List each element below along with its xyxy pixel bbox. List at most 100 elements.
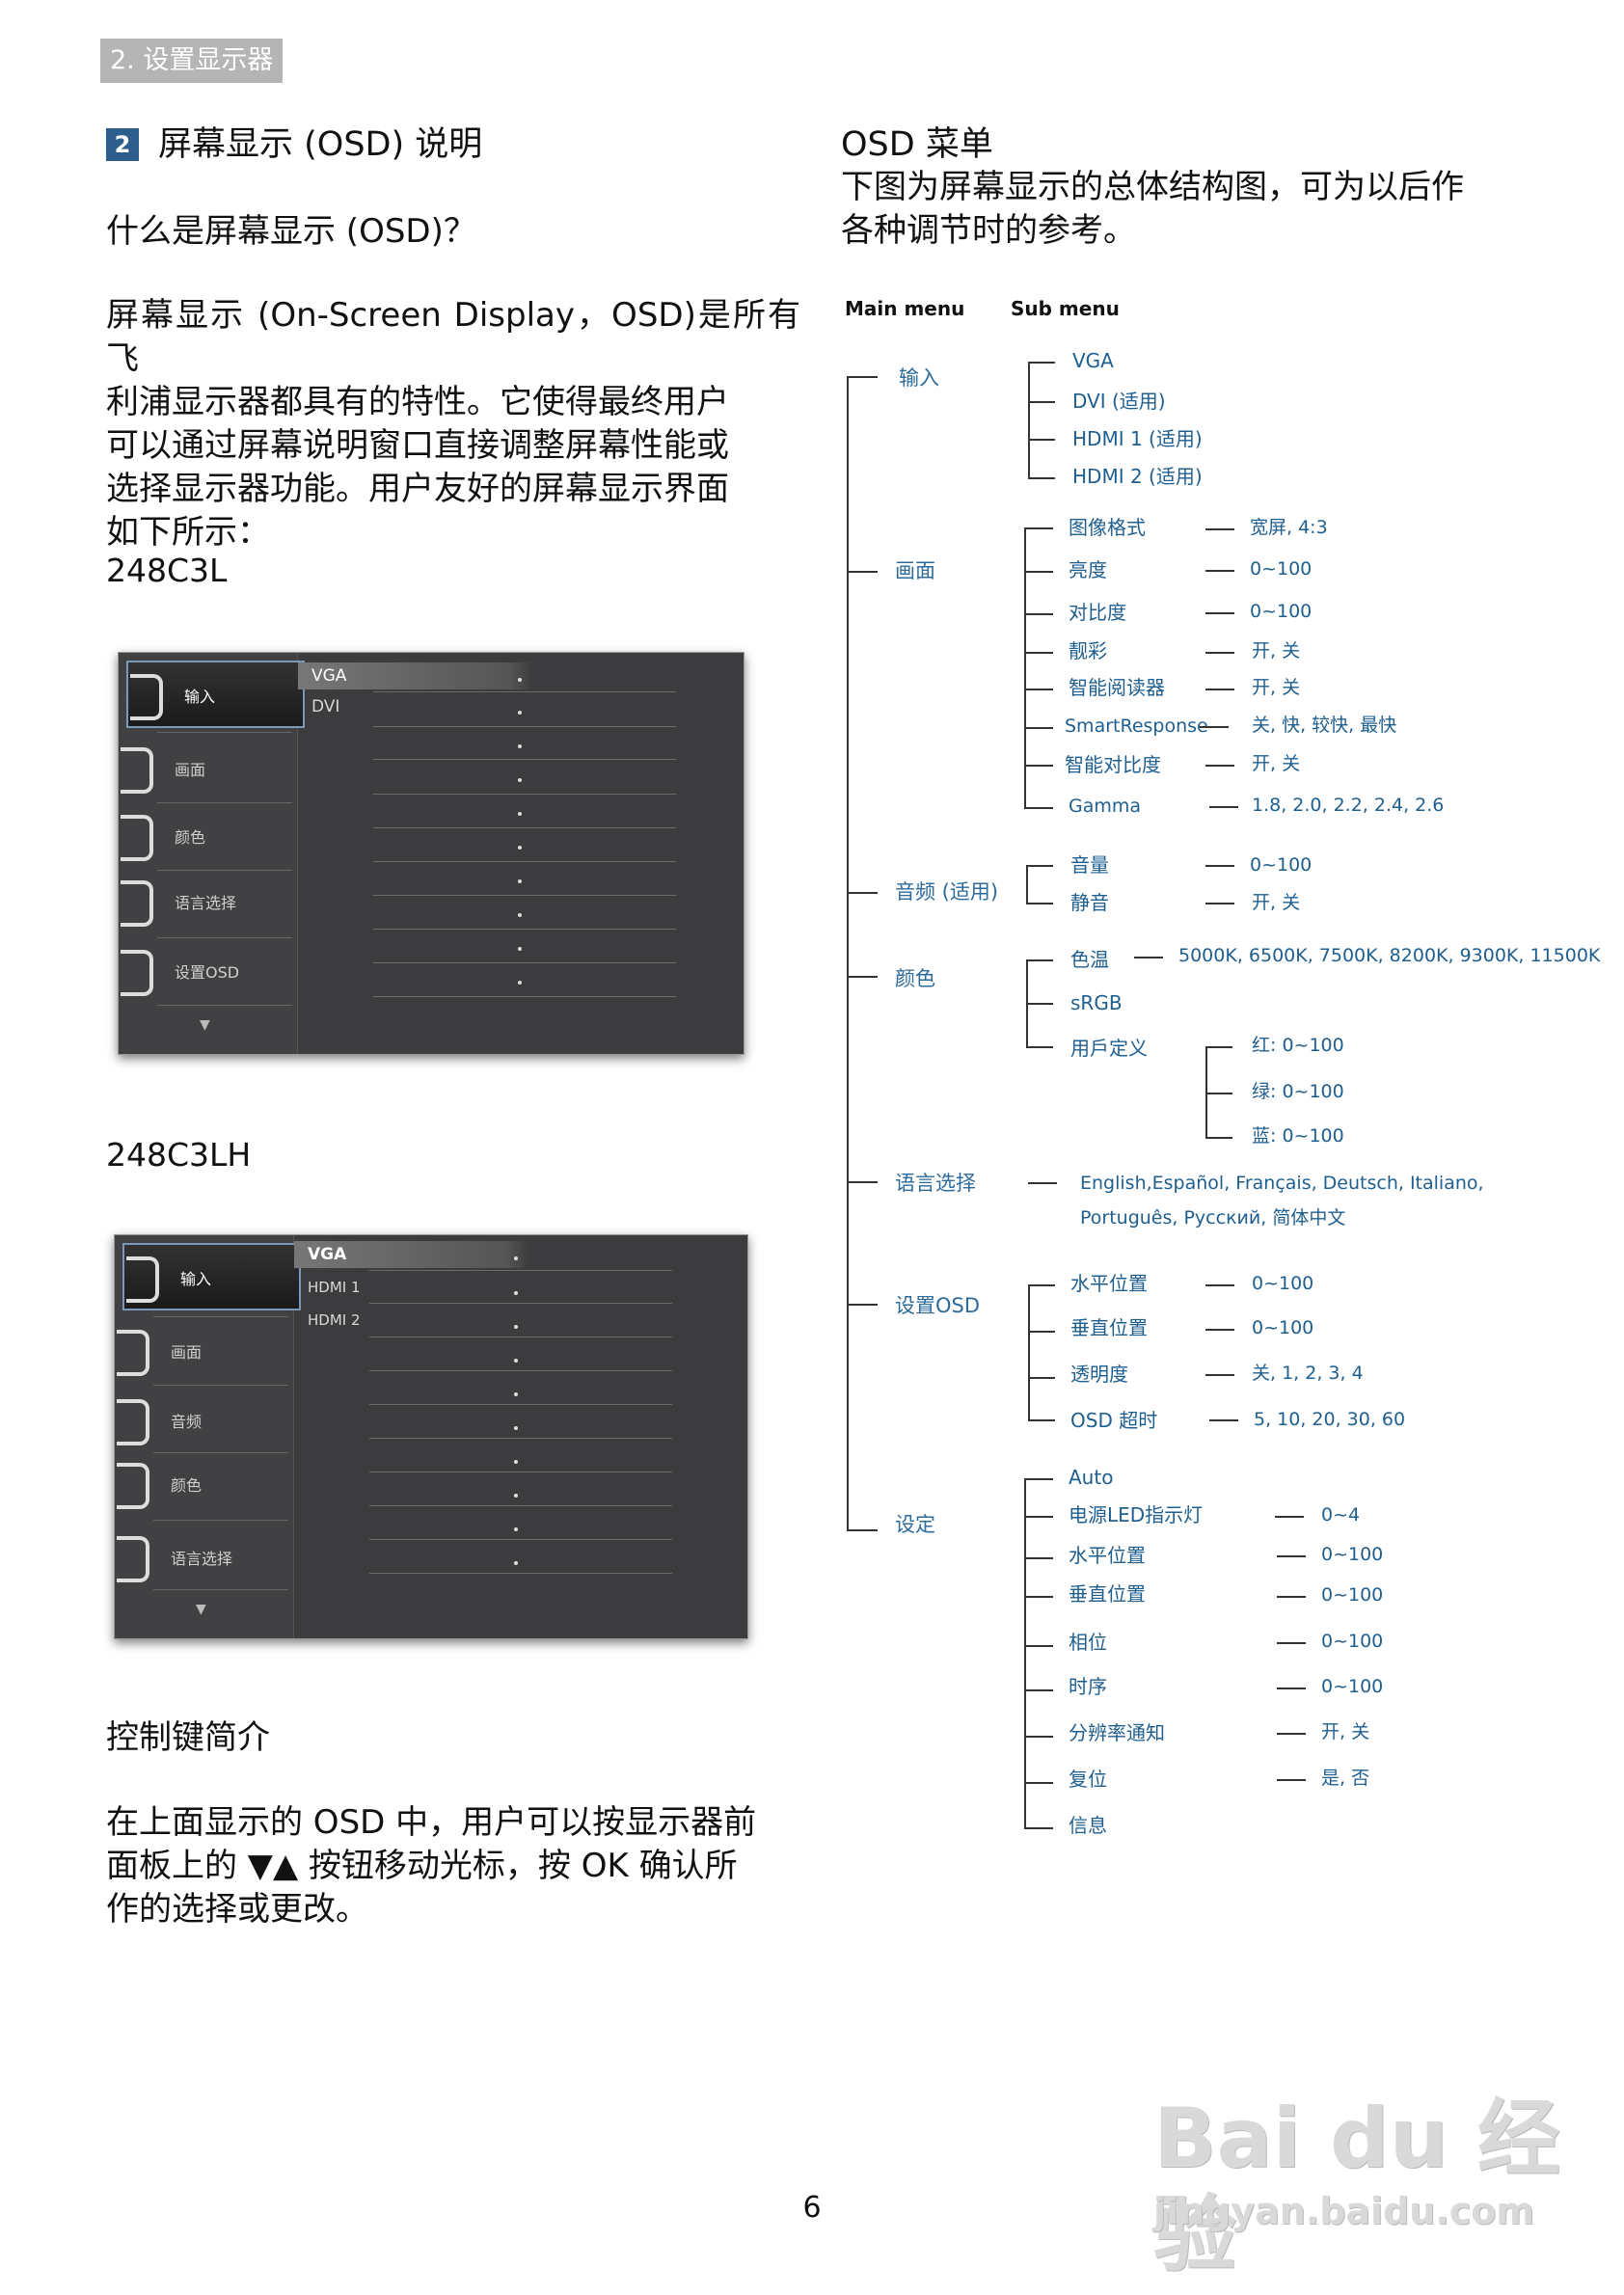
tree-value: 0~100 xyxy=(1250,854,1313,876)
tree-value: 开, 关 xyxy=(1252,892,1301,913)
tree-value: 0~100 xyxy=(1321,1631,1384,1652)
tree-value: English,Español, Français, Deutsch, Ital… xyxy=(1080,1173,1484,1194)
tree-value: 0~100 xyxy=(1250,601,1313,622)
divider xyxy=(153,1452,288,1453)
osd-menu-label: 语言选择 xyxy=(171,1550,233,1568)
desc-line: 各种调节时的参考。 xyxy=(841,211,1136,250)
desc-line: 下图为屏幕显示的总体结构图，可为以后作 xyxy=(841,168,1464,206)
osd-menu-item: 颜色 xyxy=(115,1451,293,1519)
osd-sub-menu: VGA HDMI 1 HDMI 2 xyxy=(294,1235,747,1638)
intro-line: 如下所示： xyxy=(106,513,270,552)
tree-sub-item: 亮度 xyxy=(1069,558,1107,581)
osd-menu-item: 画面 xyxy=(119,736,297,803)
keys-line: 作的选择或更改。 xyxy=(106,1890,368,1929)
osd-menu-item: 音频 xyxy=(115,1388,293,1455)
tree-sub-item: 智能阅读器 xyxy=(1069,676,1165,699)
tree-value: 0~100 xyxy=(1321,1584,1384,1606)
main-menu-header: Main menu xyxy=(845,297,965,320)
osd-sub-item: HDMI 1 xyxy=(308,1279,361,1296)
intro-line: 选择显示器功能。用户友好的屏幕显示界面 xyxy=(106,470,729,508)
osd-sub-item: VGA xyxy=(294,1241,529,1268)
osd-menu-label: 设置OSD xyxy=(175,963,240,982)
tree-sub-item: 水平位置 xyxy=(1069,1544,1146,1567)
tree-sub-item: 靓彩 xyxy=(1069,639,1107,662)
tree-value: 是, 否 xyxy=(1321,1768,1370,1789)
osd-menu-label: 输入 xyxy=(180,1270,212,1288)
osd-screenshot-1: 输入 画面 颜色 语言选择 设置OSD ▼ VGA DVI xyxy=(118,652,744,1055)
language-icon xyxy=(117,1536,149,1582)
tree-value: 关, 1, 2, 3, 4 xyxy=(1252,1363,1364,1384)
watermark-url: jingyan.baidu.com xyxy=(1153,2190,1534,2232)
osd-menu-label: 画面 xyxy=(171,1343,203,1362)
tree-sub-item: Gamma xyxy=(1069,796,1142,817)
tree-value: 开, 关 xyxy=(1321,1721,1370,1742)
intro-line: 利浦显示器都具有的特性。它使得最终用户 xyxy=(106,383,729,421)
osd-menu-item: 输入 xyxy=(126,661,305,728)
question-title: 什么是屏幕显示 (OSD)？ xyxy=(106,212,476,251)
picture-icon xyxy=(121,747,153,794)
tree-value: 0~100 xyxy=(1321,1676,1384,1697)
divider xyxy=(157,870,292,871)
tree-sub-item: 对比度 xyxy=(1069,601,1126,624)
tree-value: 5000K, 6500K, 7500K, 8200K, 9300K, 11500… xyxy=(1178,945,1601,966)
divider xyxy=(157,937,292,938)
tree-value: Português, Русский, 简体中文 xyxy=(1080,1207,1346,1228)
tree-sub-item: SmartResponse xyxy=(1065,716,1208,737)
tree-main-color: 颜色 xyxy=(895,967,935,990)
tree-value: 0~100 xyxy=(1321,1544,1384,1565)
osd-menu-label: 语言选择 xyxy=(175,894,237,912)
osd-menu-label: 输入 xyxy=(184,688,216,706)
scroll-down-icon: ▼ xyxy=(196,1602,206,1617)
tree-sub-item: 垂直位置 xyxy=(1069,1582,1146,1606)
osd-menu-label: 画面 xyxy=(175,761,206,779)
osd-sub-item: VGA xyxy=(298,662,533,689)
section-number: 2 xyxy=(106,128,139,161)
section-tag: 2. 设置显示器 xyxy=(100,39,284,83)
tree-sub-item: 相位 xyxy=(1069,1631,1107,1654)
tree-value: 0~100 xyxy=(1252,1317,1314,1338)
tree-value: 5, 10, 20, 30, 60 xyxy=(1254,1409,1406,1430)
model-label-1: 248C3L xyxy=(106,552,228,589)
divider xyxy=(157,1005,292,1006)
osd-settings-icon xyxy=(121,950,153,996)
tree-sub-item: 智能对比度 xyxy=(1065,753,1161,776)
tree-main-picture: 画面 xyxy=(895,559,935,582)
keys-line: 在上面显示的 OSD 中，用户可以按显示器前 xyxy=(106,1803,757,1842)
tree-sub-item: 信息 xyxy=(1069,1814,1107,1837)
tree-sub-item: HDMI 2 (适用) xyxy=(1072,465,1203,488)
tree-sub-item: 分辨率通知 xyxy=(1069,1721,1165,1744)
divider xyxy=(157,802,292,803)
tree-sub-item: sRGB xyxy=(1070,991,1123,1014)
intro-paragraph: 屏幕显示 (On-Screen Display，OSD)是所有飞 利浦显示器都具… xyxy=(106,294,800,554)
tree-sub-item: 电源LED指示灯 xyxy=(1069,1503,1204,1526)
tree-main-input: 输入 xyxy=(899,366,939,390)
tree-sub-item: 垂直位置 xyxy=(1070,1316,1148,1339)
osd-menu-label: 颜色 xyxy=(175,828,206,847)
tree-sub-item: DVI (适用) xyxy=(1072,390,1166,413)
osd-menu-title: OSD 菜单 xyxy=(841,125,993,164)
model-label-2: 248C3LH xyxy=(106,1136,252,1174)
osd-menu-description: 下图为屏幕显示的总体结构图，可为以后作 各种调节时的参考。 xyxy=(841,166,1535,253)
audio-icon xyxy=(117,1399,149,1445)
osd-menu-item: 设置OSD xyxy=(119,938,297,1006)
osd-menu-label: 音频 xyxy=(171,1413,203,1431)
tree-sub-item: 用戶定义 xyxy=(1070,1037,1148,1060)
control-keys-title: 控制键简介 xyxy=(106,1718,270,1757)
tree-value: 红: 0~100 xyxy=(1252,1035,1344,1056)
tree-sub-item: 静音 xyxy=(1070,891,1109,914)
osd-menu-item: 颜色 xyxy=(119,803,297,871)
tree-sub-item: 图像格式 xyxy=(1069,516,1146,539)
tree-value: 宽屏, 4:3 xyxy=(1250,517,1328,538)
tree-sub-item: Auto xyxy=(1069,1466,1114,1489)
osd-menu-item: 语言选择 xyxy=(119,869,297,936)
osd-menu-label: 颜色 xyxy=(171,1476,203,1495)
osd-screenshot-2: 输入 画面 音频 颜色 语言选择 ▼ VGA HDMI 1 HDMI 2 xyxy=(114,1234,748,1639)
tree-sub-item: HDMI 1 (适用) xyxy=(1072,427,1203,450)
tree-value: 0~100 xyxy=(1250,558,1313,580)
osd-menu-item: 输入 xyxy=(122,1243,301,1310)
tree-main-osd: 设置OSD xyxy=(895,1294,981,1317)
keys-line: 面板上的 ▼▲ 按钮移动光标，按 OK 确认所 xyxy=(106,1847,738,1885)
intro-line: 屏幕显示 (On-Screen Display，OSD)是所有飞 xyxy=(106,296,800,378)
control-keys-paragraph: 在上面显示的 OSD 中，用户可以按显示器前 面板上的 ▼▲ 按钮移动光标，按 … xyxy=(106,1801,800,1931)
tree-value: 0~4 xyxy=(1321,1504,1361,1526)
